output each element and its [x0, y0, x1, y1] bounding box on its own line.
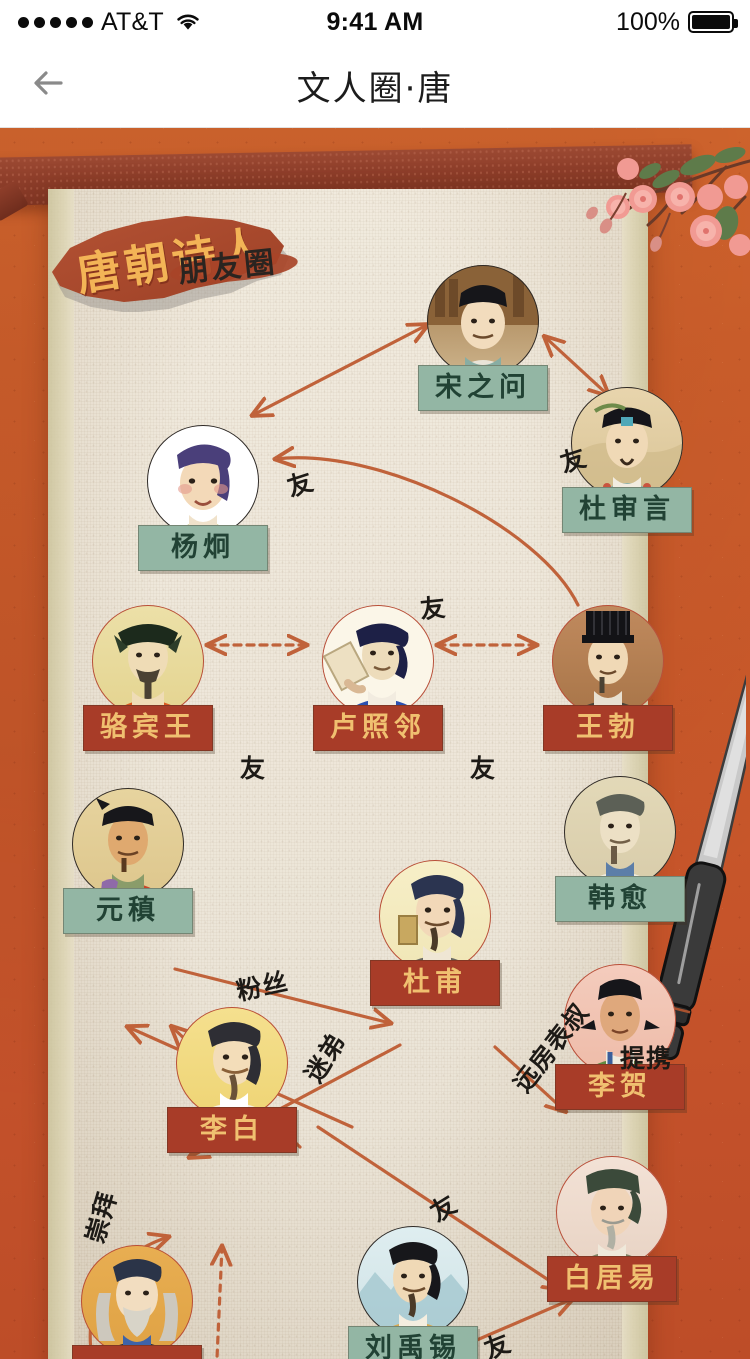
poet-node-dufu[interactable]: 杜甫: [370, 860, 500, 1006]
nav-bar: 文人圈·唐: [0, 44, 750, 128]
poet-node-hanyu[interactable]: 韩愈: [555, 776, 685, 922]
avatar: [147, 425, 259, 537]
avatar: [176, 1007, 288, 1119]
poet-name-plate: 李白: [167, 1107, 297, 1153]
page-title: 文人圈·唐: [296, 69, 454, 109]
avatar: [552, 605, 664, 717]
signal-strength-icon: [18, 16, 93, 28]
carrier-label: AT&T: [101, 7, 164, 36]
poet-name-plate: 杜甫: [370, 960, 500, 1006]
poet-name-plate: 宋之问: [418, 365, 548, 411]
avatar: [81, 1245, 193, 1357]
battery-full-icon: [688, 11, 738, 33]
poet-node-bottom-left[interactable]: [72, 1245, 202, 1359]
poet-node-liuyuxi[interactable]: 刘禹锡: [348, 1226, 478, 1359]
status-bar: AT&T 9:41 AM 100%: [0, 0, 750, 44]
battery-percent-label: 100%: [616, 7, 680, 36]
poet-name-plate: 白居易: [547, 1256, 677, 1302]
avatar: [92, 605, 204, 717]
edge-label: 提携: [620, 1044, 673, 1073]
edge-label: 友: [240, 754, 267, 783]
avatar: [72, 788, 184, 900]
poet-node-yuanzhen[interactable]: 元稹: [63, 788, 193, 934]
poet-name-plate: 刘禹锡: [348, 1326, 478, 1359]
status-clock: 9:41 AM: [326, 7, 424, 36]
poet-node-baijuyi[interactable]: 白居易: [547, 1156, 677, 1302]
poet-node-songzhiwen[interactable]: 宋之问: [418, 265, 548, 411]
status-bar-right: 100%: [616, 0, 738, 44]
avatar: [556, 1156, 668, 1268]
poet-node-luzhaolin[interactable]: 卢照邻: [313, 605, 443, 751]
avatar: [571, 387, 683, 499]
avatar: [322, 605, 434, 717]
edge-label: 友: [418, 592, 448, 625]
avatar: [357, 1226, 469, 1338]
poet-network-canvas[interactable]: 友 友 友 友 友 粉丝 迷弟 远房表叔 提携 友 友 崇拜 友 友 唐朝诗人 …: [0, 127, 750, 1359]
paper-left-mount: [48, 189, 74, 1359]
poet-name-plate: 王勃: [543, 705, 673, 751]
poet-name-plate: 韩愈: [555, 876, 685, 922]
poet-name-plate: 杨炯: [138, 525, 268, 571]
avatar: [379, 860, 491, 972]
status-bar-left: AT&T: [18, 0, 201, 44]
poet-node-libai[interactable]: 李白: [167, 1007, 297, 1153]
poet-name-plate: 元稹: [63, 888, 193, 934]
poet-node-dushenyan[interactable]: 杜审言: [562, 387, 692, 533]
poet-name-plate: 骆宾王: [83, 705, 213, 751]
poet-name-plate: 卢照邻: [313, 705, 443, 751]
poet-name-plate: 杜审言: [562, 487, 692, 533]
wifi-icon: [175, 12, 201, 32]
avatar: [564, 776, 676, 888]
poet-name-plate: [72, 1345, 202, 1359]
poet-node-luobinwang[interactable]: 骆宾王: [83, 605, 213, 751]
avatar: [427, 265, 539, 377]
back-button[interactable]: [22, 44, 84, 127]
edge-label: 友: [470, 754, 497, 783]
poet-node-yangjiong[interactable]: 杨炯: [138, 425, 268, 571]
status-bar-center: 9:41 AM: [0, 0, 750, 44]
arrow-left-icon: [31, 66, 75, 105]
poet-node-wangbo[interactable]: 王勃: [543, 605, 673, 751]
